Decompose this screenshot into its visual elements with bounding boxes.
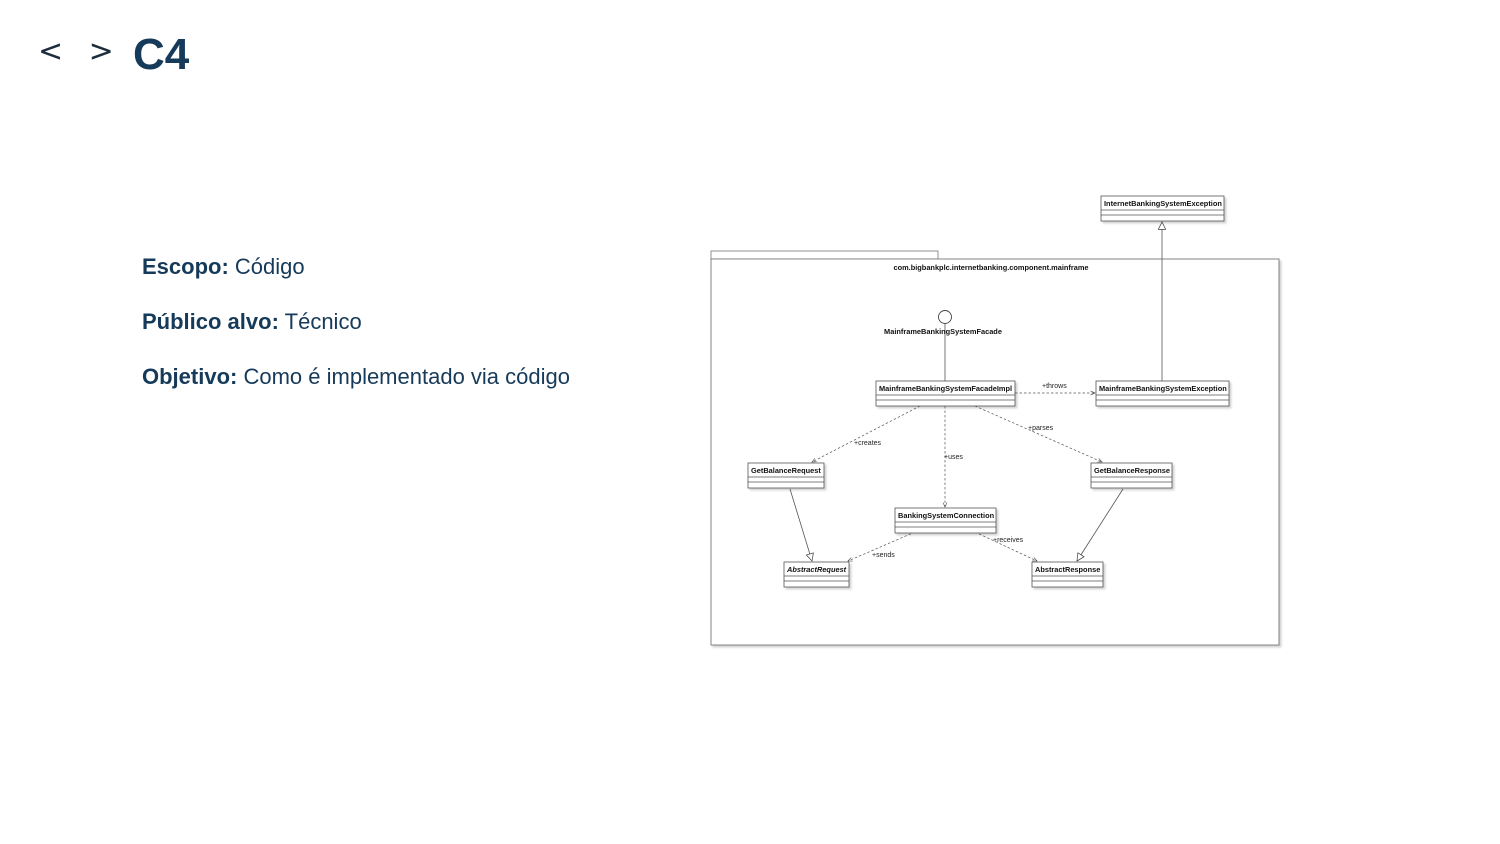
label-sends: +sends — [872, 552, 895, 559]
class-name: GetBalanceRequest — [751, 466, 821, 475]
class-internet-exception: InternetBankingSystemException — [1100, 195, 1225, 222]
class-facade-impl: MainframeBankingSystemFacadeImpl — [875, 380, 1016, 407]
label-parses: +parses — [1028, 425, 1054, 432]
class-banking-connection: BankingSystemConnection — [894, 507, 997, 534]
interface-lollipop: MainframeBankingSystemFacade — [884, 310, 1002, 381]
dependency-parses — [974, 405, 1102, 463]
class-name: AbstractResponse — [1035, 565, 1100, 574]
label-uses: +uses — [944, 454, 963, 461]
class-abstract-request: AbstractRequest — [783, 561, 850, 588]
label-receives: +receives — [993, 537, 1024, 544]
info-objective-label: Objetivo: — [142, 364, 238, 389]
class-name: AbstractRequest — [786, 565, 847, 574]
class-mainframe-exception: MainframeBankingSystemException — [1095, 380, 1230, 407]
generalization-response — [1077, 488, 1124, 561]
class-name: InternetBankingSystemException — [1104, 199, 1222, 208]
class-get-balance-response: GetBalanceResponse — [1090, 462, 1173, 489]
dependency-lines — [812, 393, 1102, 561]
info-audience-value: Técnico — [284, 309, 362, 334]
dependency-receives — [974, 531, 1037, 562]
dependency-sends — [848, 531, 916, 561]
info-audience: Público alvo: Técnico — [142, 309, 570, 335]
class-name: MainframeBankingSystemException — [1099, 384, 1227, 393]
label-creates: +creates — [854, 440, 882, 447]
package-name: com.bigbankplc.internetbanking.component… — [893, 263, 1088, 272]
info-objective: Objetivo: Como é implementado via código — [142, 364, 570, 390]
class-name: GetBalanceResponse — [1094, 466, 1170, 475]
label-throws: +throws — [1042, 383, 1067, 390]
class-abstract-response: AbstractResponse — [1031, 561, 1104, 588]
interface-circle-icon — [938, 310, 952, 324]
info-audience-label: Público alvo: — [142, 309, 279, 334]
generalization-request — [789, 488, 812, 561]
class-name: BankingSystemConnection — [898, 511, 995, 520]
info-panel: Escopo: Código Público alvo: Técnico Obj… — [142, 254, 570, 419]
info-scope: Escopo: Código — [142, 254, 570, 280]
info-scope-label: Escopo: — [142, 254, 229, 279]
info-scope-value: Código — [234, 254, 305, 279]
info-objective-value: Como é implementado via código — [243, 364, 570, 389]
class-name: MainframeBankingSystemFacadeImpl — [879, 384, 1012, 393]
code-brackets-icon: < > — [38, 34, 122, 69]
class-get-balance-request: GetBalanceRequest — [747, 462, 825, 489]
interface-name: MainframeBankingSystemFacade — [884, 327, 1002, 336]
dependency-creates — [812, 405, 921, 462]
page-title: C4 — [133, 30, 190, 79]
